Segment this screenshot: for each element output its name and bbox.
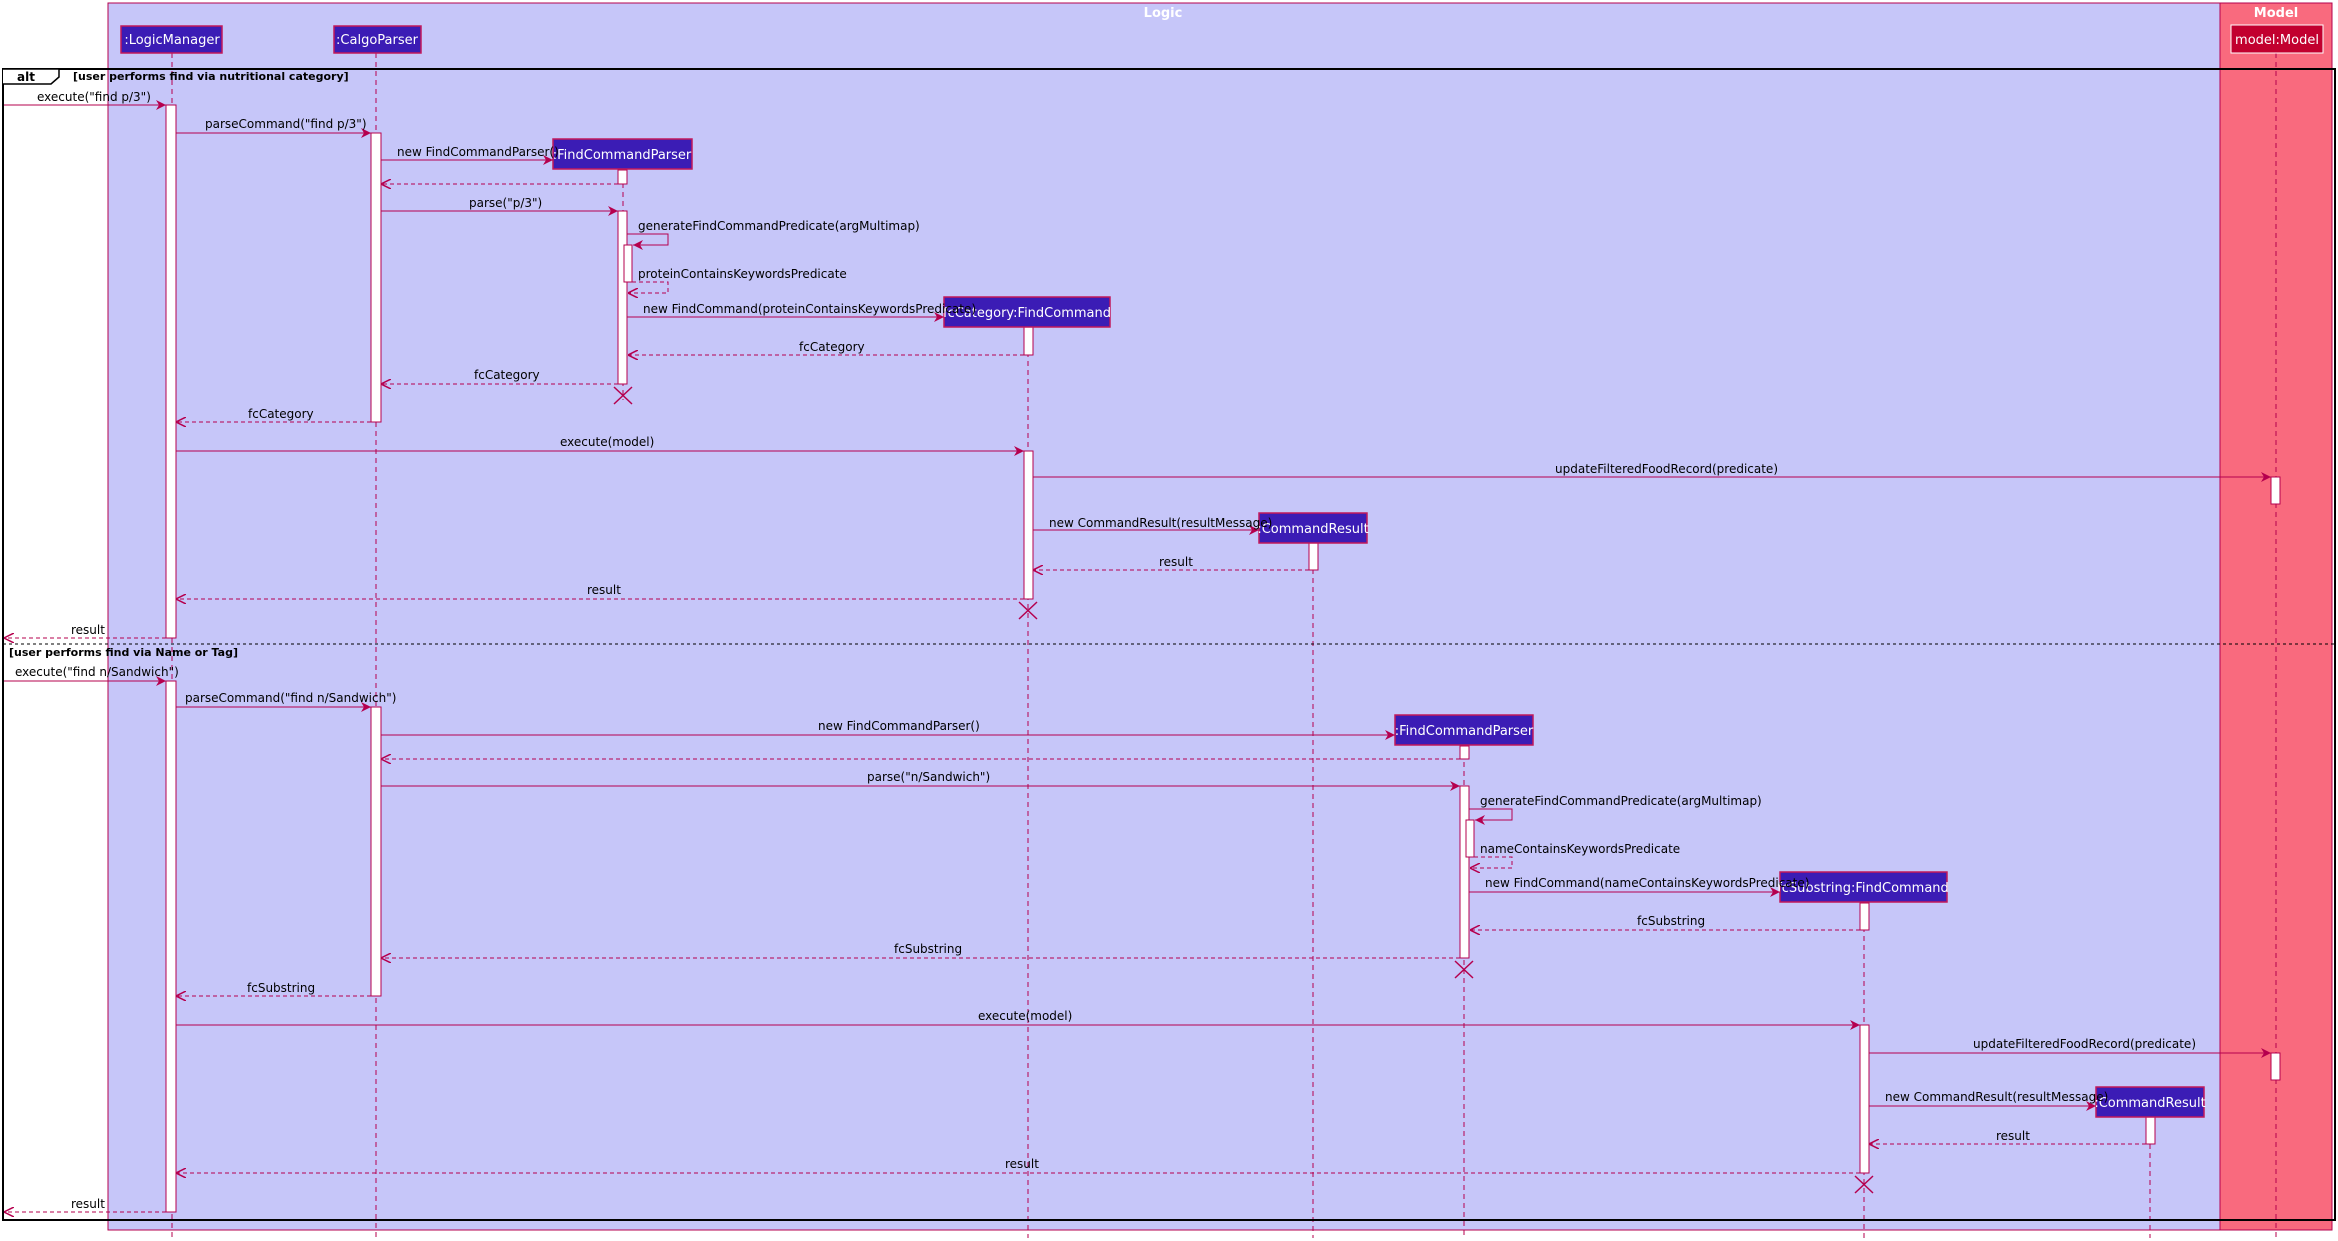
alt-guard-1: [user performs find via nutritional cate… bbox=[73, 70, 349, 83]
participant-calgo-parser-label: :CalgoParser bbox=[336, 33, 419, 48]
model-box-title: Model bbox=[2254, 6, 2298, 21]
created-find-command-1-label: fcCategory:FindCommand bbox=[943, 306, 1111, 321]
label-return-command-result-2: result bbox=[1996, 1129, 2030, 1143]
message-labels-alt-1: execute("find p/3") parseCommand("find p… bbox=[37, 90, 1778, 637]
label-predicate-2: nameContainsKeywordsPredicate bbox=[1480, 842, 1680, 856]
label-generate-predicate-1: generateFindCommandPredicate(argMultimap… bbox=[638, 219, 920, 233]
created-find-command-parser-2: :FindCommandParser bbox=[1394, 714, 1534, 746]
label-return-parse-1: fcCategory bbox=[474, 368, 540, 382]
label-parse-1: parse("p/3") bbox=[469, 196, 542, 210]
label-new-find-command-2: new FindCommand(nameContainsKeywordsPred… bbox=[1485, 876, 1809, 890]
created-command-result-2-label: :CommandResult bbox=[2094, 1096, 2205, 1111]
activation-fcp2-parse bbox=[1459, 785, 1470, 959]
label-update-filtered-1: updateFilteredFoodRecord(predicate) bbox=[1555, 462, 1778, 476]
activation-cr2-create bbox=[2145, 1116, 2156, 1145]
activation-cr1-create bbox=[1308, 542, 1319, 571]
label-parse-command-2: parseCommand("find n/Sandwich") bbox=[185, 691, 396, 705]
created-command-result-1: :CommandResult bbox=[1257, 512, 1369, 544]
activation-calgo-parser-2 bbox=[370, 706, 382, 997]
destroy-marker-fcp1 bbox=[613, 386, 633, 405]
label-return-execute-1: result bbox=[71, 623, 105, 637]
message-generate-predicate-2 bbox=[1469, 808, 1513, 825]
created-find-command-parser-1-label: :FindCommandParser bbox=[553, 148, 692, 163]
label-return-parse-2: fcSubstring bbox=[894, 942, 962, 956]
created-find-command-parser-2-label: :FindCommandParser bbox=[1395, 724, 1534, 739]
activation-model-1 bbox=[2270, 476, 2281, 505]
return-predicate-1 bbox=[628, 281, 669, 293]
participant-model: model:Model bbox=[2230, 24, 2324, 54]
label-execute-2: execute("find n/Sandwich") bbox=[15, 665, 179, 679]
label-new-command-result-1: new CommandResult(resultMessage) bbox=[1049, 516, 1272, 530]
message-generate-predicate-1 bbox=[627, 233, 669, 250]
destroy-marker-fc2 bbox=[1854, 1175, 1874, 1194]
logic-box-title: Logic bbox=[1144, 6, 1183, 21]
activation-logic-manager-2 bbox=[165, 680, 177, 1213]
label-return-find-command-1: fcCategory bbox=[799, 340, 865, 354]
messages-alt-1 bbox=[4, 100, 2271, 638]
activations bbox=[165, 104, 2281, 1213]
alt-keyword: alt bbox=[17, 70, 35, 84]
label-new-parser-2: new FindCommandParser() bbox=[818, 719, 980, 733]
created-find-command-2-label: fcSubstring:FindCommand bbox=[1777, 881, 1949, 896]
label-parse-command-1: parseCommand("find p/3") bbox=[205, 117, 367, 131]
activation-model-2 bbox=[2270, 1052, 2281, 1081]
created-find-command-2: fcSubstring:FindCommand bbox=[1777, 871, 1949, 903]
label-new-parser-1: new FindCommandParser() bbox=[397, 145, 559, 159]
activation-fc1-create bbox=[1023, 326, 1034, 356]
label-new-find-command-1: new FindCommand(proteinContainsKeywordsP… bbox=[643, 302, 976, 316]
participant-logic-manager: :LogicManager bbox=[120, 25, 223, 54]
activation-fcp1-self bbox=[623, 244, 633, 283]
label-new-command-result-2: new CommandResult(resultMessage) bbox=[1885, 1090, 2108, 1104]
created-find-command-1: fcCategory:FindCommand bbox=[943, 296, 1111, 328]
alt-guard-2: [user performs find via Name or Tag] bbox=[9, 646, 238, 659]
destroy-marker-fc1 bbox=[1018, 601, 1038, 620]
label-execute-model-2: execute(model) bbox=[978, 1009, 1072, 1023]
message-labels-alt-2: execute("find n/Sandwich") parseCommand(… bbox=[15, 665, 2196, 1211]
label-execute-1: execute("find p/3") bbox=[37, 90, 151, 104]
label-parse-2: parse("n/Sandwich") bbox=[867, 770, 990, 784]
activation-fcp2-self bbox=[1465, 819, 1475, 858]
activation-fc2-execute bbox=[1859, 1024, 1870, 1174]
destroy-marker-fcp2 bbox=[1454, 960, 1474, 979]
activation-logic-manager-1 bbox=[165, 104, 177, 639]
label-return-execute-2: result bbox=[71, 1197, 105, 1211]
label-return-find-command-2: fcSubstring bbox=[1637, 914, 1705, 928]
label-update-filtered-2: updateFilteredFoodRecord(predicate) bbox=[1973, 1037, 2196, 1051]
participant-calgo-parser: :CalgoParser bbox=[333, 25, 422, 54]
logic-box: Logic bbox=[107, 2, 2221, 1231]
label-generate-predicate-2: generateFindCommandPredicate(argMultimap… bbox=[1480, 794, 1762, 808]
alt-fragment-tab bbox=[3, 68, 60, 85]
activation-fcp1-create bbox=[617, 169, 628, 185]
destroy-markers bbox=[613, 386, 1874, 1194]
messages-alt-2 bbox=[4, 676, 2271, 1212]
activation-calgo-parser-1 bbox=[370, 132, 382, 423]
activation-fcp2-create bbox=[1459, 745, 1470, 760]
label-predicate-1: proteinContainsKeywordsPredicate bbox=[638, 267, 847, 281]
return-predicate-2 bbox=[1470, 856, 1513, 868]
created-command-result-2: :CommandResult bbox=[2094, 1086, 2206, 1118]
participant-model-label: model:Model bbox=[2235, 33, 2319, 48]
activation-fcp1-parse bbox=[617, 210, 628, 385]
created-command-result-1-label: :CommandResult bbox=[1257, 522, 1368, 537]
label-return-command-result-1: result bbox=[1159, 555, 1193, 569]
activation-fc2-create bbox=[1859, 902, 1870, 931]
activation-fc1-execute bbox=[1023, 450, 1034, 600]
label-return-parse-command-2: fcSubstring bbox=[247, 981, 315, 995]
label-return-execute-model-2: result bbox=[1005, 1157, 1039, 1171]
label-return-parse-command-1: fcCategory bbox=[248, 407, 314, 421]
label-execute-model-1: execute(model) bbox=[560, 435, 654, 449]
label-return-execute-model-1: result bbox=[587, 583, 621, 597]
created-find-command-parser-1: :FindCommandParser bbox=[552, 138, 693, 170]
alt-fragment: alt [user performs find via nutritional … bbox=[2, 68, 2336, 1221]
participant-logic-manager-label: :LogicManager bbox=[124, 33, 220, 48]
